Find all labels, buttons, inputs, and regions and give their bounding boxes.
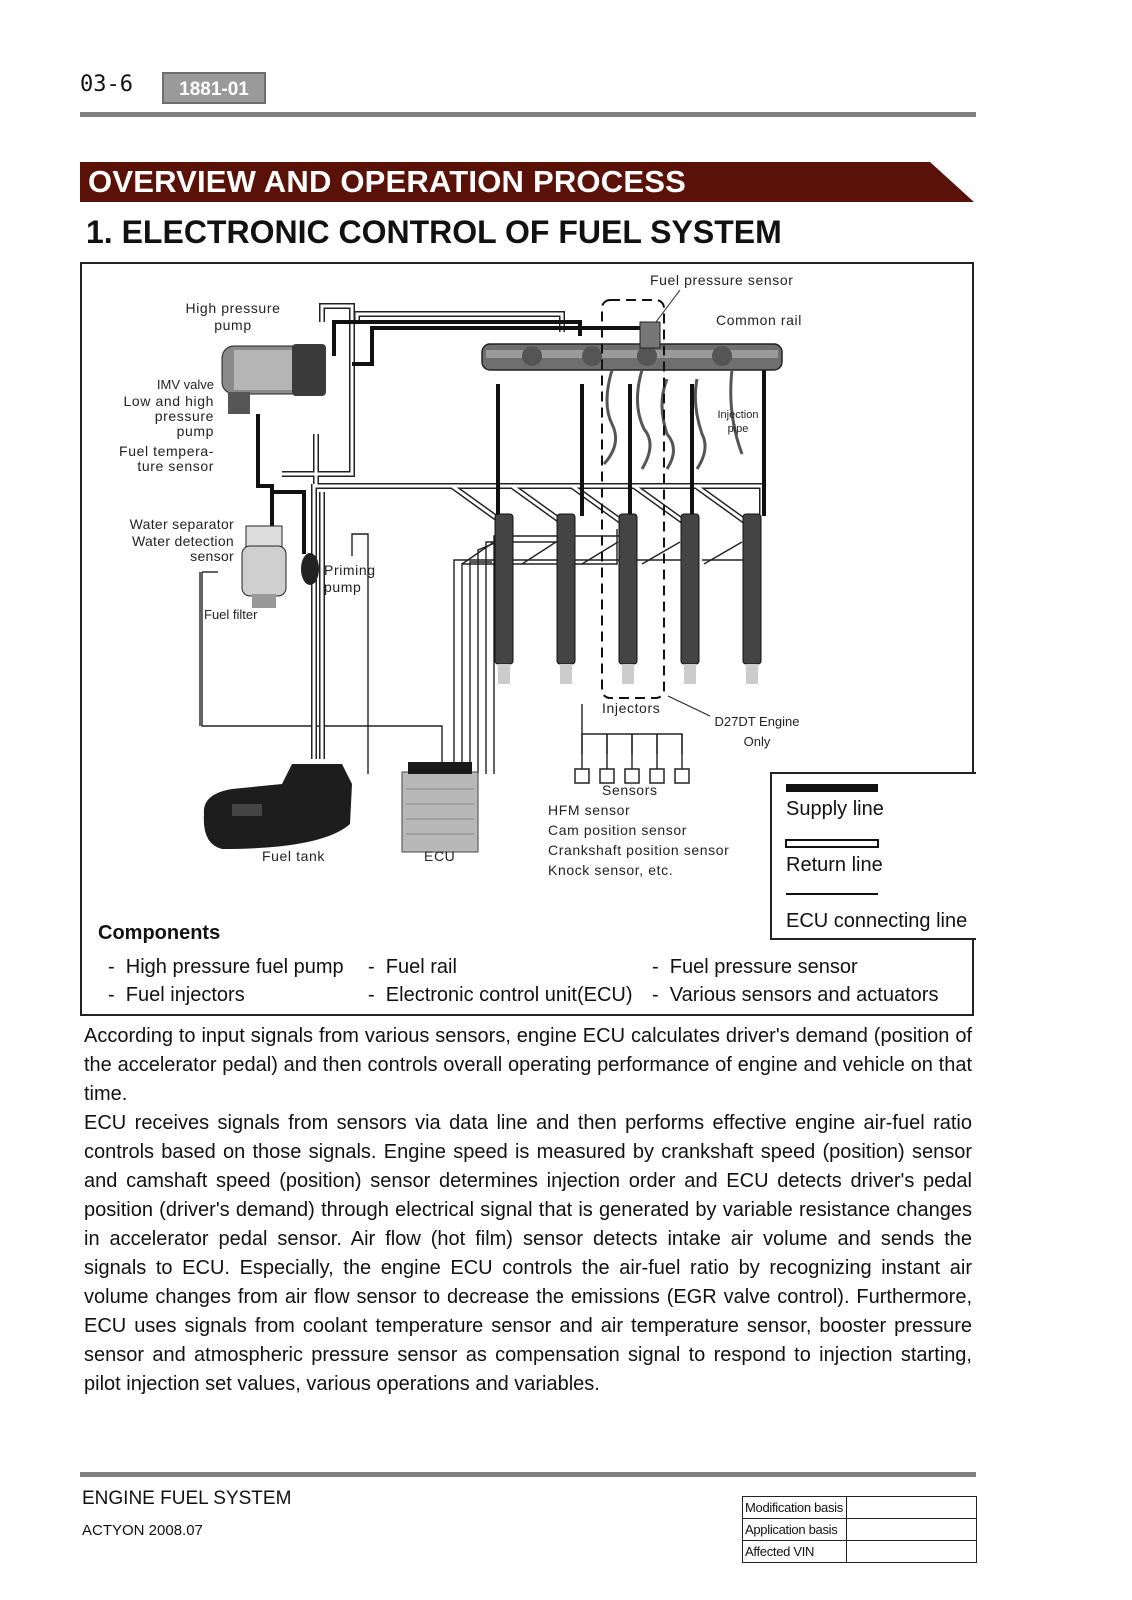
label-d27dt: D27DT Engine Only xyxy=(714,714,800,749)
table-row: Application basis xyxy=(742,1518,977,1541)
component-item: - Electronic control unit(ECU) xyxy=(368,984,633,1006)
sensor-list-item-2: Crankshaft position sensor xyxy=(548,842,730,858)
table-value xyxy=(846,1496,977,1519)
priming-pump-shape xyxy=(301,553,319,585)
injector-dashed-outline xyxy=(601,299,665,699)
page-number: 03-6 xyxy=(80,72,133,97)
banner-title: OVERVIEW AND OPERATION PROCESS xyxy=(88,164,686,199)
high-pressure-pump-shape xyxy=(221,344,326,414)
legend-supply-line: Supply line xyxy=(786,798,884,820)
banner-shape xyxy=(80,162,974,202)
label-water-detection: Water detection sensor xyxy=(131,533,234,564)
sensor-boxes xyxy=(574,768,690,784)
sensor-list-item-1: Cam position sensor xyxy=(548,822,688,838)
table-key: Modification basis xyxy=(742,1496,847,1519)
component-label: Electronic control unit(ECU) xyxy=(385,984,633,1006)
label-fuel-tank: Fuel tank xyxy=(262,848,325,864)
body-paragraph: According to input signals from various … xyxy=(84,1025,972,1105)
table-value xyxy=(846,1518,977,1541)
label-sensors: Sensors xyxy=(602,782,658,798)
injection-pipes xyxy=(602,369,744,470)
table-key: Application basis xyxy=(742,1518,847,1541)
component-item: - Fuel pressure sensor xyxy=(652,956,858,978)
footer-subtitle: ACTYON 2008.07 xyxy=(82,1522,203,1539)
component-label: Various sensors and actuators xyxy=(669,984,939,1006)
diagram-box: Fuel pressure sensor High pressure pump … xyxy=(80,262,976,1016)
label-injection-pipe: Injection pipe xyxy=(717,409,759,435)
legend-ecu-line: ECU connecting line xyxy=(786,910,968,932)
component-label: High pressure fuel pump xyxy=(125,956,344,978)
legend-return-line: Return line xyxy=(786,854,883,876)
table-value xyxy=(846,1540,977,1563)
section-title: 1. ELECTRONIC CONTROL OF FUEL SYSTEM xyxy=(86,214,782,250)
sensor-list-item-0: HFM sensor xyxy=(548,802,631,818)
footer-title: ENGINE FUEL SYSTEM xyxy=(82,1488,292,1509)
label-high-pressure-pump: High pressure pump xyxy=(185,300,281,333)
table-key: Affected VIN xyxy=(742,1540,847,1563)
label-fuel-filter: Fuel filter xyxy=(204,607,258,622)
component-label: Fuel rail xyxy=(385,956,457,978)
bottom-rule xyxy=(80,1472,976,1477)
sensor-list-item-3: Knock sensor, etc. xyxy=(548,862,674,878)
component-item: - Fuel injectors xyxy=(108,984,245,1006)
fuel-tank-shape xyxy=(203,764,352,849)
top-rule xyxy=(80,112,976,117)
component-item: - Various sensors and actuators xyxy=(652,984,939,1006)
component-item: - Fuel rail xyxy=(368,956,457,978)
label-imv-valve: IMV valve xyxy=(156,377,214,392)
legend-box: Supply line Return line ECU connecting l… xyxy=(770,772,976,940)
label-injectors: Injectors xyxy=(602,700,661,716)
legend-swatches xyxy=(785,784,879,895)
label-fuel-temp-sensor: Fuel tempera- ture sensor xyxy=(119,443,214,474)
section-banner: OVERVIEW AND OPERATION PROCESS xyxy=(80,162,976,202)
components-title: Components xyxy=(98,922,221,944)
injector-bodies xyxy=(494,513,762,684)
label-common-rail: Common rail xyxy=(716,312,802,328)
ecu-shape xyxy=(401,762,479,853)
table-row: Affected VIN xyxy=(742,1540,977,1563)
label-priming-pump: Priming pump xyxy=(324,562,376,595)
component-item: - High pressure fuel pump xyxy=(108,956,344,978)
label-ecu: ECU xyxy=(424,848,456,864)
fuel-filter-shape xyxy=(241,525,287,608)
component-label: Fuel pressure sensor xyxy=(669,956,858,978)
label-low-high-pump: Low and high pressure pump xyxy=(123,393,214,439)
component-label: Fuel injectors xyxy=(125,984,245,1006)
revision-table: Modification basis Application basis Aff… xyxy=(742,1496,977,1563)
fuel-system-diagram xyxy=(199,289,783,853)
table-row: Modification basis xyxy=(742,1496,977,1519)
common-rail-shape xyxy=(481,321,783,371)
label-water-separator: Water separator xyxy=(129,516,234,532)
label-fuel-pressure-sensor: Fuel pressure sensor xyxy=(650,272,794,288)
body-text: According to input signals from various … xyxy=(84,1022,972,1399)
body-paragraph: ECU receives signals from sensors via da… xyxy=(84,1112,972,1395)
doc-code-badge: 1881-01 xyxy=(162,72,266,104)
